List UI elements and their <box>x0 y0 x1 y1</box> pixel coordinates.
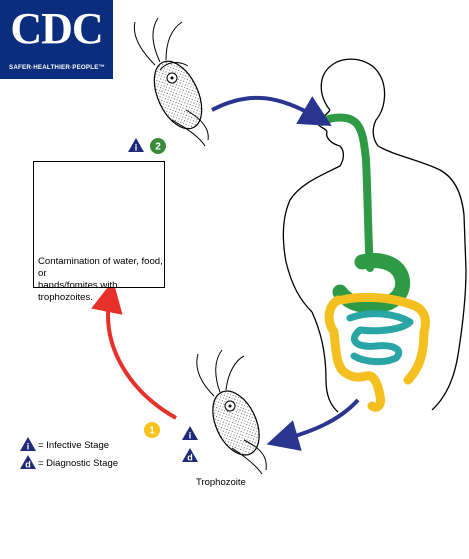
legend-infective-label: = Infective Stage <box>38 440 110 451</box>
large-intestine <box>324 292 430 412</box>
svg-text:i: i <box>135 143 138 153</box>
step-1-badge: 1 <box>144 422 160 438</box>
arrow-excretion <box>266 398 360 451</box>
contamination-box <box>33 161 165 288</box>
small-intestine <box>346 310 414 366</box>
esophagus <box>318 113 374 272</box>
trophozoite-top <box>133 17 209 147</box>
cdc-tagline: SAFER·HEALTHIER·PEOPLE™ <box>9 64 105 71</box>
svg-text:2: 2 <box>155 142 161 153</box>
arrow-contamination <box>91 280 177 420</box>
svg-text:i: i <box>189 431 192 441</box>
infective-stage-badge-step1: i <box>182 426 198 441</box>
arrow-ingestion <box>211 95 332 127</box>
contamination-text-line2: hands/fomites with trophozoites. <box>38 280 118 303</box>
legend-infective-icon: i <box>20 437 36 452</box>
svg-text:1: 1 <box>149 426 155 437</box>
cdc-logo-text: CDC <box>10 4 103 53</box>
human-body-outline <box>282 58 467 413</box>
svg-text:d: d <box>25 460 31 470</box>
trophozoite-label: Trophozoite <box>196 477 246 488</box>
contamination-text: Contamination of water, food, or hands/f… <box>38 256 166 304</box>
legend-diagnostic-label: = Diagnostic Stage <box>38 458 119 469</box>
contamination-text-line1: Contamination of water, food, or <box>38 256 163 279</box>
cdc-logo <box>0 0 113 79</box>
trophozoite-bottom <box>196 349 267 475</box>
digestive-tract <box>318 113 430 412</box>
step-2-badge: 2 <box>150 138 166 154</box>
svg-text:d: d <box>187 453 193 463</box>
infective-stage-badge-step2: i <box>128 138 144 153</box>
diagnostic-stage-badge-step1: d <box>182 448 198 463</box>
legend-diagnostic-icon: d <box>20 455 36 470</box>
svg-text:i: i <box>27 442 30 452</box>
